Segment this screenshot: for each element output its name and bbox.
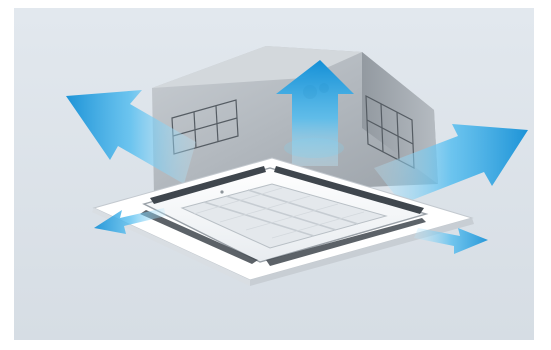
air-conditioner-illustration xyxy=(14,8,534,340)
status-indicator xyxy=(220,190,223,193)
product-photo xyxy=(14,8,534,340)
